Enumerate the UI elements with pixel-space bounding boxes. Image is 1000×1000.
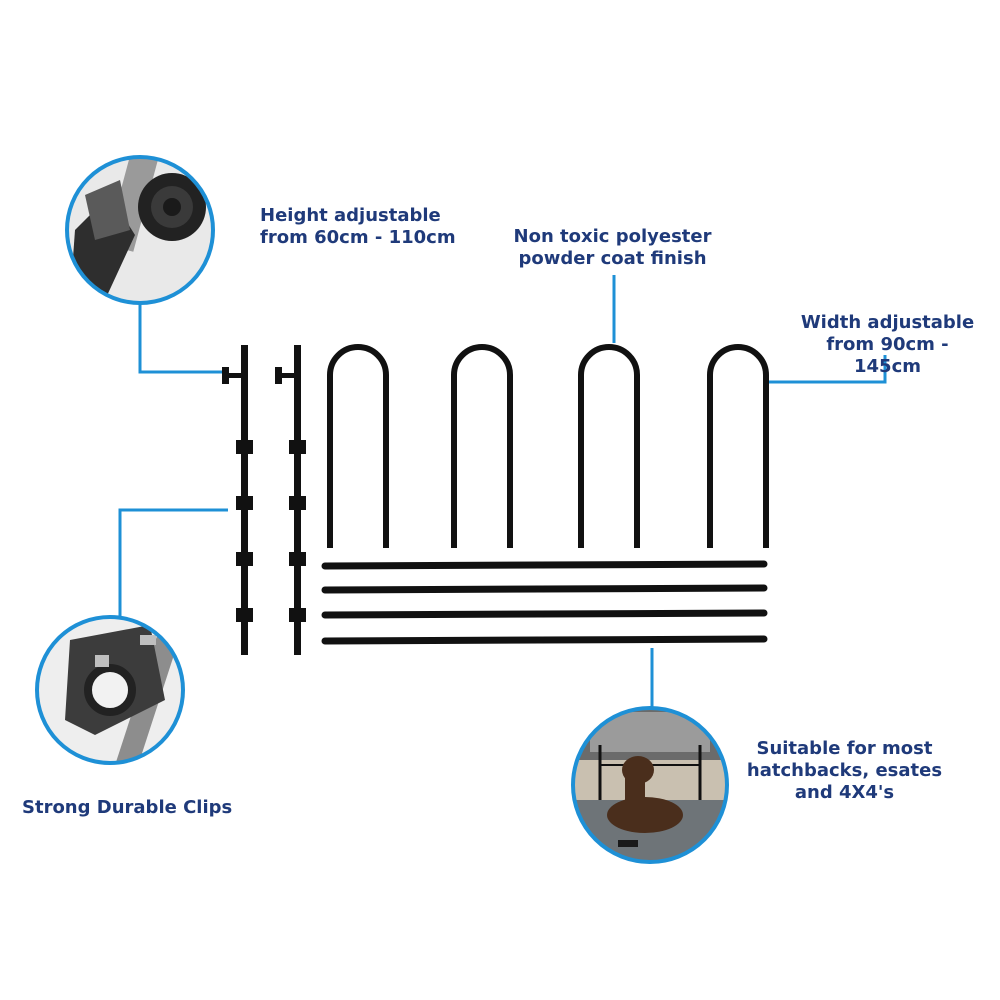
clips-label: Strong Durable Clips (22, 797, 233, 818)
u-bars (327, 344, 769, 548)
clip-closeup-photo (35, 615, 185, 765)
upright-posts (222, 345, 306, 655)
vehicle-fit-label: Suitable for most hatchbacks, esates and… (746, 738, 943, 803)
horizontal-bars (321, 560, 768, 645)
width-adjustable-label: Width adjustable from 90cm - 145cm (800, 312, 975, 377)
knob-closeup-photo (65, 155, 215, 305)
height-adjustable-label: Height adjustable from 60cm - 110cm (260, 205, 456, 248)
connector-lines (118, 275, 887, 708)
dog-car-boot-photo (571, 706, 729, 864)
coating-label: Non toxic polyester powder coat finish (513, 226, 712, 269)
